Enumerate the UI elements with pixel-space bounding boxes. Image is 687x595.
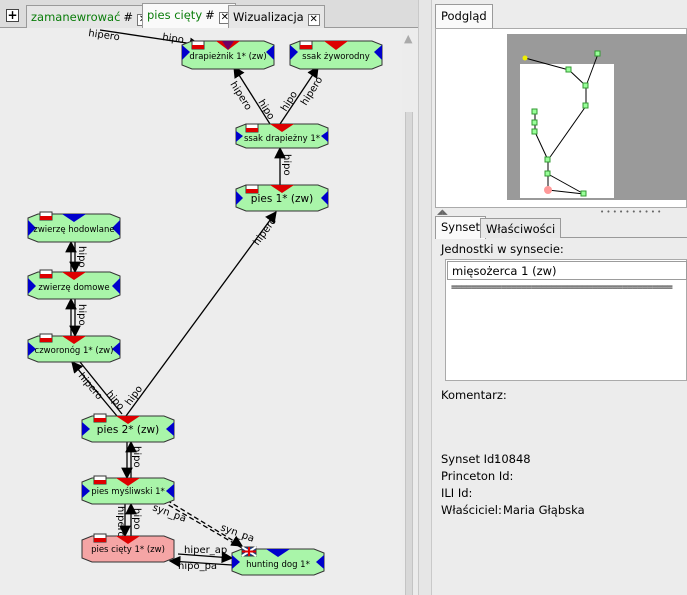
edge-label: hipo [76,304,87,326]
tab-podglad[interactable]: Podgląd [435,4,493,28]
unit-separator: ========================================… [451,285,673,293]
synset-node[interactable]: zwierzę hodowlane [27,211,121,243]
edge-label: hipero [227,80,253,113]
editor-tab-bar: + zamanewrować#✕ pies cięty#✕ Wizualizac… [0,0,430,29]
edge-label: hipo [162,32,185,46]
edge [79,361,123,415]
synset-node[interactable]: ssak drapieżny 1* [235,123,329,149]
synset-node[interactable]: czworonóg 1* (zw) [27,333,121,363]
close-icon[interactable]: ✕ [307,14,320,26]
edge-label: hipo_pa [178,561,217,572]
edge-label: hiper_ap [184,545,227,556]
node-label: drapieżnik 1* (zw) [189,52,266,62]
graph-canvas[interactable]: hipero hipo hipero hipo hipo hipero hipo… [0,28,418,595]
synset-node[interactable]: pies 1* (zw) [235,184,329,212]
node-label: ssak żyworodny [302,52,370,62]
comment-label: Komentarz: [441,388,507,402]
synset-id-label: Synset Id: [441,452,499,466]
edge [71,361,118,417]
panel-splitter[interactable] [418,0,432,595]
ili-id-label: ILI Id: [441,486,473,500]
node-label: czworonóg 1* (zw) [35,345,114,356]
panel-grip[interactable]: ◢◣ • • • • • • • • • • [437,208,662,216]
tab-zamanewrowac[interactable]: zamanewrować#✕ [26,5,155,28]
node-label: pies 2* (zw) [97,424,159,436]
node-label: zwierzę hodowlane [33,225,114,235]
owner-value: Maria Głąbska [503,503,585,517]
edge [125,210,277,417]
tab-label: Wizualizacja [233,10,304,24]
edge-label: hipo [76,246,87,268]
edge-label: hipero [252,216,279,248]
synset-node[interactable]: hunting dog 1* [231,546,325,576]
edge-label: hipo [124,384,146,408]
new-tab-plus-icon[interactable]: + [6,8,19,22]
node-label: pies myśliwski 1* [91,486,165,497]
synset-node-selected[interactable]: pies cięty 1* (zw) [81,533,175,563]
units-label: Jednostki w synsecie: [441,242,564,256]
edge-label: hipo [279,89,300,113]
synset-node[interactable]: pies myśliwski 1* [81,475,175,505]
node-label: pies 1* (zw) [251,193,313,205]
owner-label: Właściciel: [441,503,502,517]
edge-label: syn_pa [219,522,256,544]
tab-label: pies cięty [147,8,203,22]
synset-node[interactable]: zwierzę domowe [27,269,121,300]
node-label: ssak drapieżny 1* [244,134,320,144]
edge [233,65,271,125]
tab-label: zamanewrować [31,10,121,24]
tab-wizualizacja[interactable]: Wizualizacja✕ [228,5,325,28]
edge-label: hipo [281,154,292,176]
node-label: hunting dog 1* [246,560,310,570]
edge-label: hipero [299,75,325,108]
tab-wlasciwosci[interactable]: Właściwości [480,218,562,238]
tab-pies-ciety[interactable]: pies cięty#✕ [142,3,236,29]
tab-synset[interactable]: Synset [435,216,486,239]
edge [159,495,244,547]
node-label: zwierzę domowe [38,283,109,293]
synset-node[interactable]: pies 2* (zw) [81,413,175,443]
princeton-id-label: Princeton Id: [441,469,514,483]
edge-label: hipero [115,506,126,538]
edge [99,29,202,50]
scrollbar-thumb[interactable] [405,112,413,595]
edge [177,551,234,564]
unit-selected[interactable]: mięsożerca 1 (zw) [447,261,687,280]
edge-label: hipo [131,508,142,530]
edge-label: hipo [104,389,126,413]
synset-id-value: 10848 [494,452,531,466]
preview-graph-minimap [522,50,601,197]
edge-label: hipero [88,28,121,43]
scroll-up-icon[interactable]: ▲ [404,32,413,45]
edge-label: hipo [131,446,142,468]
edge [279,65,319,125]
edge [168,555,233,568]
edge-label: hipo [255,98,276,122]
synset-node[interactable]: drapieżnik 1* (zw) [181,40,275,70]
english-flag-icon [241,546,257,557]
synset-node[interactable]: ssak żyworodny [289,40,383,70]
synset-tab-bar: Synset Właściwości [435,216,687,239]
node-label: pies cięty 1* (zw) [91,545,165,555]
